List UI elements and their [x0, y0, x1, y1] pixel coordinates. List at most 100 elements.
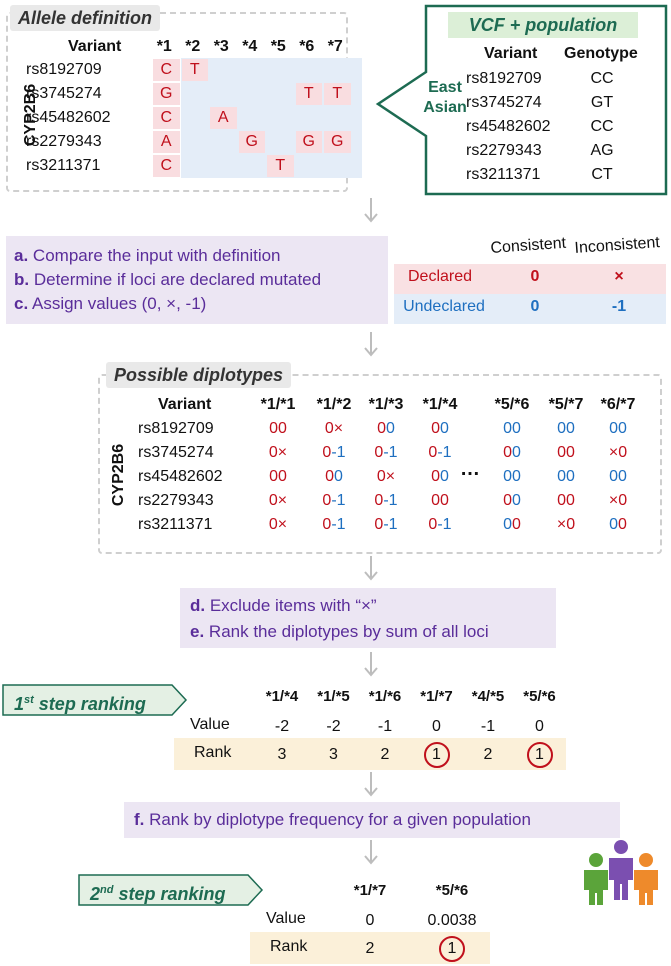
diplotype-variant-3: rs45482602 [138, 468, 223, 485]
diplotype-cell: 00 [250, 418, 306, 440]
first-rank-rank-4: 1 [432, 746, 441, 763]
undeclared-inconsistent-value: -1 [611, 298, 627, 315]
diplotype-value: -1 [383, 444, 398, 461]
down-arrow-icon [364, 772, 378, 797]
second-rank-value-1: 0 [365, 912, 375, 929]
first-rank-header-3: *1/*6 [368, 688, 402, 705]
declared-label: Declared [407, 268, 473, 285]
diplotype-value: 0 [618, 468, 627, 485]
diplotype-value: -1 [437, 516, 452, 533]
second-ranking-num: 2 [90, 884, 101, 904]
diplotype-value: 0 [512, 468, 521, 485]
diplotype-cell: 00 [484, 490, 540, 512]
vcf-variant-3: rs45482602 [466, 118, 551, 135]
second-rank-label: Rank [270, 938, 308, 955]
step-f-key: f. [134, 810, 145, 829]
step-b-key: b. [14, 270, 30, 289]
allele-cell-fill [267, 155, 294, 177]
down-arrow-icon [364, 652, 378, 677]
diplotype-value: 0 [618, 516, 627, 533]
first-rank-rank-1: 3 [277, 746, 287, 763]
step-e-key: e. [190, 622, 205, 641]
diplotype-cell: 00 [590, 514, 646, 536]
allele-cell: G [245, 133, 258, 150]
diplotype-value: × [333, 420, 344, 437]
diplotype-cell: 00 [538, 442, 594, 464]
diplotype-cell: 0-1 [358, 442, 414, 464]
diplotype-cell: 0-1 [306, 514, 362, 536]
diplotype-header-2: *1/*2 [316, 396, 352, 413]
diplotype-header-6: *5/*7 [548, 396, 584, 413]
vcf-panel-border [375, 4, 668, 196]
step-b-text: Determine if loci are declared mutated [33, 270, 322, 289]
allele-variant-4: rs2279343 [26, 133, 102, 150]
down-arrow-icon [364, 332, 378, 357]
allele-cell-fill [210, 107, 237, 129]
diplotype-value: 0 [503, 492, 512, 509]
first-rank-value-6: 0 [535, 718, 544, 735]
allele-variant-header: Variant [68, 38, 122, 55]
diplotype-cell: 0-1 [358, 490, 414, 512]
first-ranking-tag [2, 684, 188, 716]
step-f: f. Rank by diplotype frequency for a giv… [134, 808, 531, 832]
diplotype-value: -1 [383, 516, 398, 533]
diplotype-value: 0 [374, 516, 384, 533]
diplotype-cell: 00 [412, 466, 468, 488]
second-ranking-tag [78, 874, 264, 906]
allele-cell: G [302, 133, 315, 150]
diplotype-value: 0 [609, 420, 618, 437]
diplotype-value: 0 [609, 516, 618, 533]
first-ranking-label: 1st step ranking [14, 688, 146, 716]
diplotype-value: 0 [322, 516, 332, 533]
diplotype-cell: 00 [306, 466, 362, 488]
allele-cell-fill [153, 59, 180, 81]
diplotype-cell: 00 [412, 418, 468, 440]
diplotype-cell: ×0 [590, 442, 646, 464]
allele-cell-fill [153, 107, 180, 129]
step-b: b. Determine if loci are declared mutate… [14, 268, 321, 292]
diplotype-value: 0 [512, 420, 521, 437]
steps-de-box [180, 588, 556, 648]
vcf-variant-2: rs3745274 [466, 94, 542, 111]
first-rank-label: Rank [194, 744, 232, 761]
diplotype-cell: 00 [538, 418, 594, 440]
diplotype-value: 0 [440, 468, 449, 485]
allele-cell-fill [153, 83, 180, 105]
diplotype-variant-1: rs8192709 [138, 420, 214, 437]
vcf-variant-1: rs8192709 [466, 70, 542, 87]
diplotype-value: 0 [440, 420, 449, 437]
allele-cell: C [160, 61, 173, 78]
diplotypes-title: Possible diplotypes [106, 362, 292, 388]
first-rank-header-1: *1/*4 [265, 688, 299, 705]
undeclared-label: Undeclared [403, 298, 485, 315]
diplotype-cell: 00 [590, 466, 646, 488]
diplotype-value: 0 [618, 420, 627, 437]
diplotype-cell: 00 [538, 466, 594, 488]
allele-cell: T [303, 85, 314, 102]
step-e-text: Rank the diplotypes by sum of all loci [208, 622, 489, 641]
diplotype-value: 0 [386, 420, 395, 437]
diplotype-value: 0 [503, 468, 512, 485]
diplotypes-ellipsis: … [460, 458, 480, 480]
vcf-title: VCF + population [468, 15, 618, 35]
diplotype-cell: 0× [306, 418, 362, 440]
declared-row-bg [394, 264, 666, 294]
diplotype-value: × [556, 516, 567, 533]
diplotype-value: × [277, 516, 288, 533]
inconsistent-header: Inconsistent [574, 234, 661, 257]
down-arrow-icon [364, 198, 378, 223]
diplotype-variant-2: rs3745274 [138, 444, 214, 461]
diplotype-value: × [385, 468, 396, 485]
diplotype-value: 0 [431, 468, 440, 485]
allele-cell-fill [181, 59, 208, 81]
allele-cell-fill [324, 83, 351, 105]
diplotype-value: 0 [566, 492, 575, 509]
undeclared-row-bg [394, 294, 666, 324]
second-ranking-sup: nd [100, 884, 114, 896]
step-c-text: Assign values (0, ×, -1) [31, 294, 207, 313]
allele-cell: T [332, 85, 343, 102]
diplotype-cell: 0-1 [412, 442, 468, 464]
first-rank-rank-5: 2 [483, 746, 493, 763]
diplotype-value: × [608, 444, 619, 461]
diplotype-value: 0 [440, 492, 449, 509]
